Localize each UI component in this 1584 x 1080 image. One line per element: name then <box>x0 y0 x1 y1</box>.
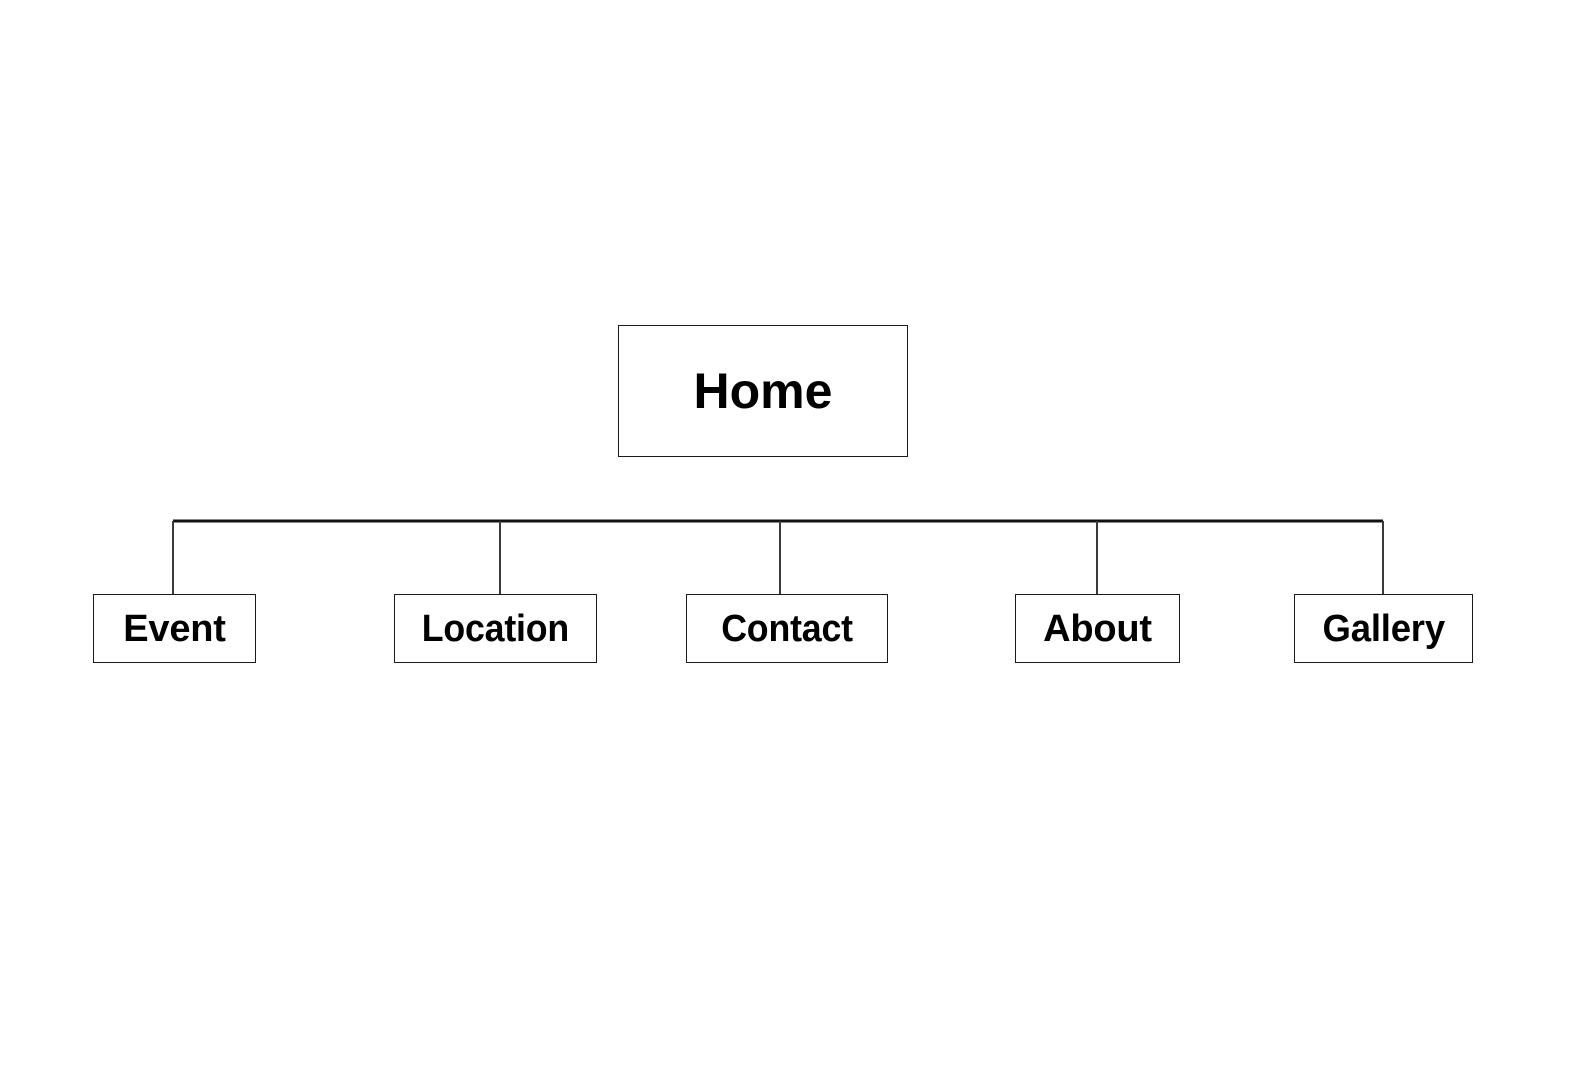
node-event-label: Event <box>123 607 226 650</box>
node-home[interactable]: Home <box>618 325 908 457</box>
node-contact[interactable]: Contact <box>686 594 888 663</box>
node-location[interactable]: Location <box>394 594 597 663</box>
node-contact-label: Contact <box>721 607 853 650</box>
node-location-label: Location <box>421 607 570 650</box>
node-gallery[interactable]: Gallery <box>1294 594 1473 663</box>
node-about-label: About <box>1043 607 1152 650</box>
node-gallery-label: Gallery <box>1322 607 1445 650</box>
node-event[interactable]: Event <box>93 594 256 663</box>
node-home-label: Home <box>693 363 833 419</box>
node-about[interactable]: About <box>1015 594 1180 663</box>
